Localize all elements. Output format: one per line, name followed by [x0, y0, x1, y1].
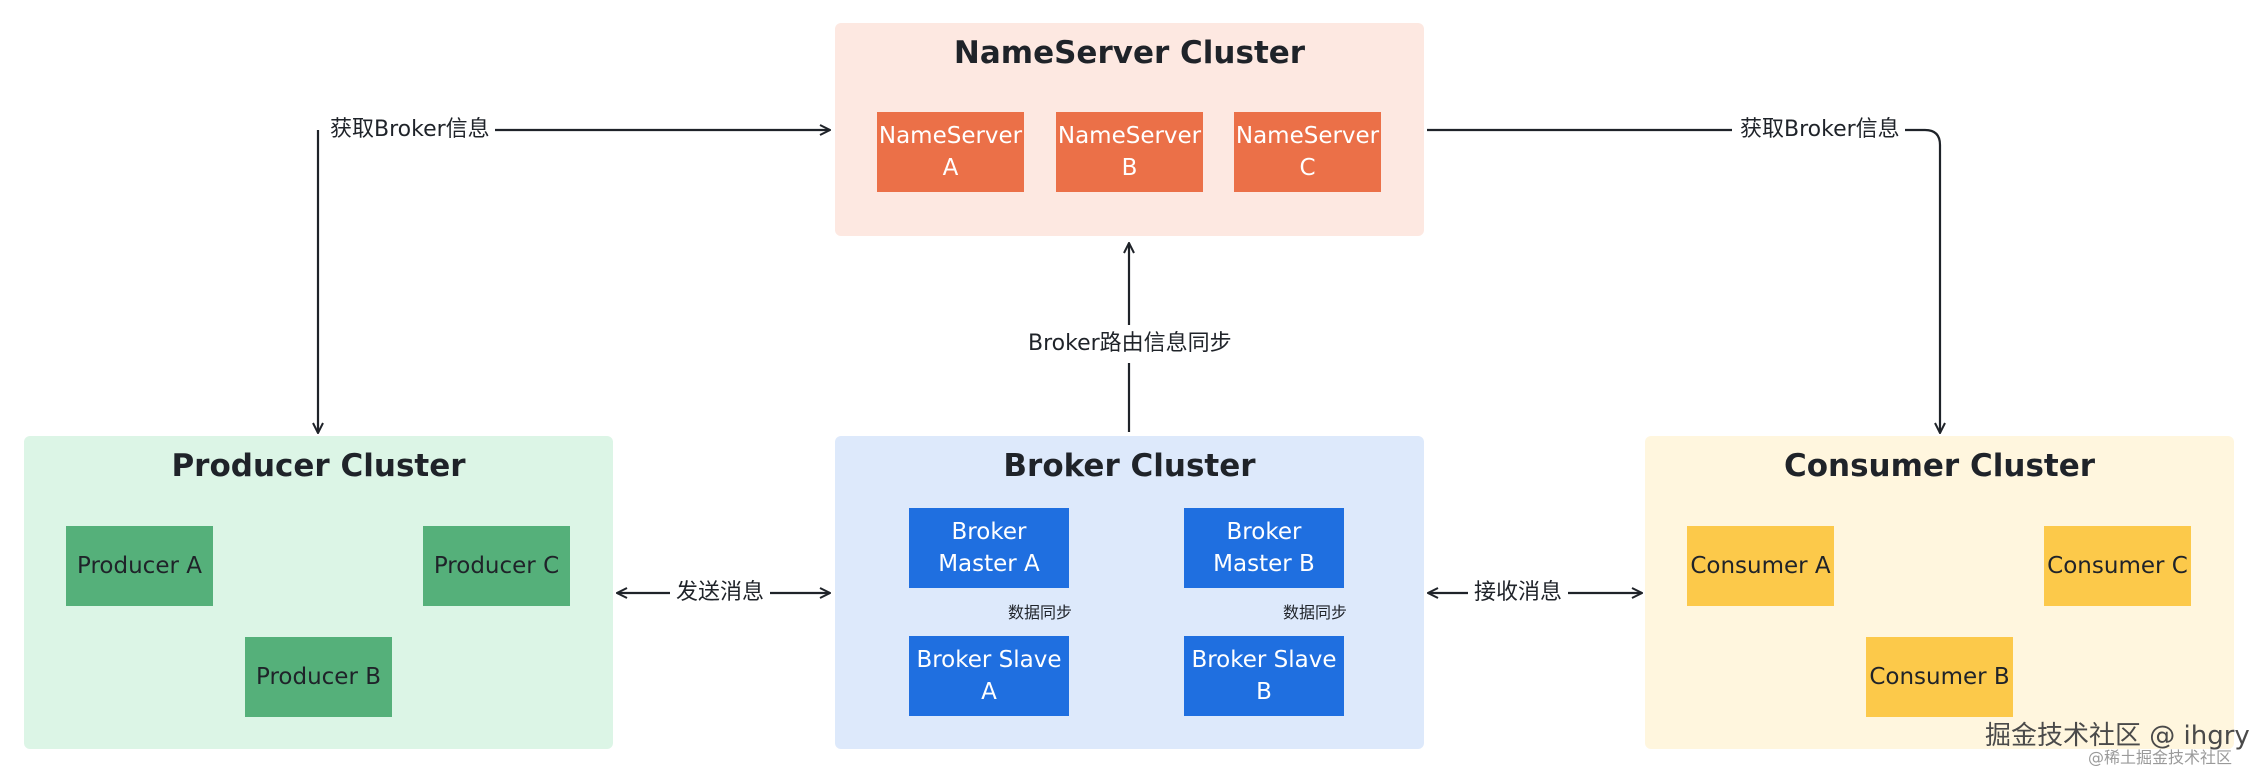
- producer-get-info-label: 获取Broker信息: [326, 115, 494, 145]
- consumer-get-info-label: 获取Broker信息: [1736, 115, 1904, 145]
- receive-message-label: 接收消息: [1468, 578, 1569, 608]
- broker-master-b-node: Broker Master B: [1184, 508, 1344, 588]
- producer-a-node: Producer A: [66, 526, 213, 606]
- watermark-sub: @稀土掘金技术社区: [2088, 748, 2233, 767]
- sync-label-b: 数据同步: [1283, 603, 1348, 622]
- broker-slave-b-node: Broker Slave B: [1184, 636, 1344, 716]
- nameserver-c-node: NameServer C: [1234, 112, 1381, 192]
- consumer-c-node: Consumer C: [2044, 526, 2191, 606]
- nameserver-a-node: NameServer A: [877, 112, 1024, 192]
- consumer-a-node: Consumer A: [1687, 526, 1834, 606]
- consumer-cluster: Consumer Cluster Consumer A Consumer B C…: [1645, 436, 2234, 749]
- producer-c-node: Producer C: [423, 526, 570, 606]
- sync-label-a: 数据同步: [1008, 603, 1073, 622]
- nameserver-cluster-title: NameServer Cluster: [953, 35, 1306, 71]
- broker-route-sync-label: Broker路由信息同步: [1024, 325, 1236, 363]
- broker-cluster-title: Broker Cluster: [1003, 448, 1256, 484]
- consumer-cluster-title: Consumer Cluster: [1783, 448, 2096, 484]
- send-message-label: 发送消息: [670, 578, 771, 608]
- broker-master-a-node: Broker Master A: [909, 508, 1069, 588]
- producer-cluster-title: Producer Cluster: [171, 448, 466, 484]
- producer-cluster: Producer Cluster Producer A Producer B P…: [24, 436, 613, 749]
- consumer-b-node: Consumer B: [1866, 637, 2013, 717]
- producer-b-node: Producer B: [245, 637, 392, 717]
- consumer-nameserver-arrow: [1905, 128, 1940, 433]
- nameserver-cluster: NameServer Cluster NameServer A NameServ…: [835, 23, 1424, 236]
- broker-cluster: Broker Cluster Broker Master A Broker Ma…: [835, 436, 1424, 749]
- watermark-main: 掘金技术社区 @ ihgry: [1985, 721, 2250, 751]
- broker-slave-a-node: Broker Slave A: [909, 636, 1069, 716]
- nameserver-b-node: NameServer B: [1056, 112, 1203, 192]
